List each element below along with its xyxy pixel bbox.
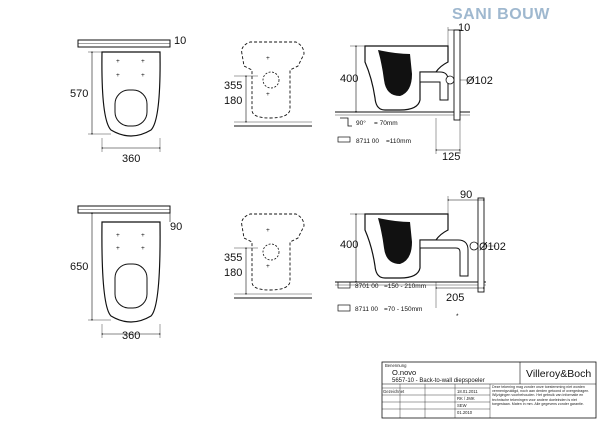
top-front-view: + + + + 570 360 10	[70, 35, 186, 165]
svg-text:+: +	[116, 58, 120, 65]
bottom-front-gap: 90	[170, 221, 182, 233]
bottom-side-height-355: 355	[224, 252, 242, 264]
title-block: Benennung O.novo 5657-10 - Back-to-wall …	[381, 361, 597, 419]
top-section-gap: 10	[458, 22, 470, 34]
bottom-part-code-2: 8711 00	[355, 306, 378, 313]
top-side-height-180: 180	[224, 95, 242, 107]
bottom-side-height-180: 180	[224, 267, 242, 279]
svg-text:+: +	[141, 245, 145, 252]
top-section-height: 400	[340, 73, 358, 85]
bottom-section-view: 400 90 Ø102 205 * 8701 00 =150 - 210mm 8…	[335, 189, 506, 320]
bottom-section-gap: 90	[460, 189, 472, 201]
title-disclaimer: Deze tekening mag zonder onze toestemmin…	[492, 385, 590, 406]
svg-text:+: +	[116, 72, 120, 79]
bottom-part-value-2: =70 - 150mm	[384, 306, 422, 313]
svg-text:+: +	[266, 227, 270, 234]
top-part-value: =110mm	[386, 138, 411, 145]
svg-text:+: +	[116, 245, 120, 252]
svg-text:+: +	[266, 55, 270, 62]
top-section-view: 400 10 Ø102 125 90° = 70mm 8711 00 =110m…	[335, 22, 493, 163]
title-row-value: 18.01.2011	[457, 389, 478, 394]
sani-bouw-logo: SANI BOUW	[452, 6, 550, 23]
svg-text:+: +	[141, 232, 145, 239]
bottom-section-height: 400	[340, 239, 358, 251]
top-section-depth: 125	[442, 151, 460, 163]
top-pipe-diameter: Ø102	[466, 75, 493, 87]
top-front-height: 570	[70, 88, 88, 100]
title-row-value: SEW	[457, 403, 467, 408]
top-front-gap: 10	[174, 35, 186, 47]
svg-text:+: +	[141, 58, 145, 65]
svg-text:+: +	[266, 91, 270, 98]
top-part-code: 8711 00	[356, 138, 379, 145]
top-front-width: 360	[122, 153, 140, 165]
bottom-front-width: 360	[122, 330, 140, 342]
bottom-asterisk: *	[456, 313, 459, 320]
bottom-side-view: + + 355 180	[224, 213, 312, 299]
title-brand: Villeroy&Boch	[526, 368, 591, 380]
top-angle-label: 90°	[356, 119, 366, 127]
bottom-part-value-1: =150 - 210mm	[384, 283, 426, 290]
top-side-view: + + 355 180	[224, 41, 312, 127]
title-product: O.novo	[392, 368, 416, 377]
title-header-label: Benennung	[385, 363, 407, 368]
svg-text:+: +	[116, 232, 120, 239]
title-row-label: Gezeichnet	[383, 389, 405, 394]
svg-text:+: +	[141, 72, 145, 79]
svg-text:+: +	[266, 263, 270, 270]
title-row-value: 01.2010	[457, 410, 473, 415]
top-side-height-355: 355	[224, 80, 242, 92]
title-description: 5657-10 - Back-to-wall diepspoeler	[392, 378, 485, 384]
bottom-part-code-1: 8701 00	[355, 283, 379, 290]
bottom-front-view: + + + + 650 360 90	[70, 205, 182, 342]
title-row-value: RK / JMK	[457, 396, 475, 401]
bottom-section-depth: 205	[446, 292, 464, 304]
bottom-front-height: 650	[70, 261, 88, 273]
top-angle-value: = 70mm	[374, 120, 398, 127]
bottom-pipe-diameter: Ø102	[479, 241, 506, 253]
